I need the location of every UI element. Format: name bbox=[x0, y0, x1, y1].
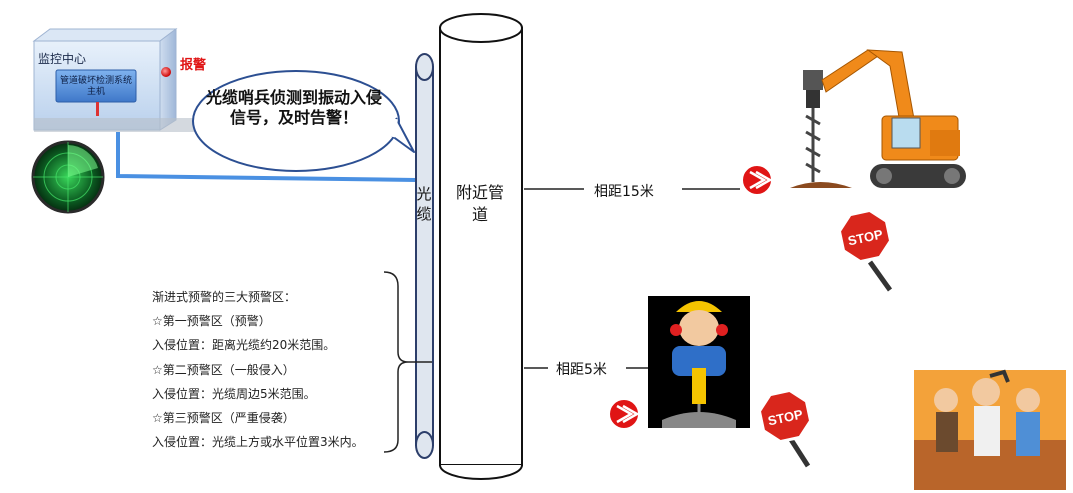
host-label: 管道破坏检测系统主机 bbox=[60, 76, 133, 97]
stop-sign-far: STOP bbox=[837, 208, 893, 292]
monitor-center-box bbox=[32, 28, 214, 132]
zone-2-name: ☆第二预警区（一般侵入） bbox=[152, 362, 295, 377]
zone-1-name: ☆第一预警区（预警） bbox=[152, 314, 271, 329]
alarm-light-icon bbox=[161, 67, 171, 77]
zone-3-location: 入侵位置：光缆上方或水平位置3米内。 bbox=[152, 435, 364, 450]
pipeline bbox=[439, 13, 523, 480]
distance-far-label: 相距15米 bbox=[594, 184, 654, 200]
stop-sign-near-text: STOP bbox=[767, 406, 805, 428]
signal-cable-line bbox=[116, 132, 417, 182]
zones-bracket bbox=[383, 271, 409, 453]
speech-bubble bbox=[192, 70, 415, 172]
zone-3-name: ☆第三预警区（严重侵袭） bbox=[152, 411, 295, 426]
bubble-text: 光缆哨兵侦测到振动入侵信号，及时告警！ bbox=[206, 88, 383, 127]
warning-zones-list: 渐进式预警的三大预警区： ☆第一预警区（预警） 入侵位置：距离光缆约20米范围。… bbox=[152, 285, 364, 454]
monitor-center-title: 监控中心 bbox=[38, 52, 87, 66]
zone-2-location: 入侵位置：光缆周边5米范围。 bbox=[152, 386, 316, 401]
cable-label: 光缆 bbox=[416, 185, 432, 223]
alarm-siren-icon-far bbox=[741, 164, 773, 196]
excavator-icon bbox=[790, 49, 966, 188]
stop-sign-near: STOP bbox=[757, 388, 813, 468]
jackhammer-worker-image bbox=[648, 296, 750, 428]
fiber-cable bbox=[415, 53, 434, 459]
zone-1-location: 入侵位置：距离光缆约20米范围。 bbox=[152, 338, 336, 353]
pipeline-label: 附近管道 bbox=[455, 183, 504, 224]
radar-icon bbox=[31, 140, 105, 214]
stop-sign-far-text: STOP bbox=[847, 226, 885, 248]
alarm-label: 报警 bbox=[180, 58, 207, 73]
alarm-siren-icon-near bbox=[608, 398, 640, 430]
zones-heading: 渐进式预警的三大预警区： bbox=[152, 290, 297, 304]
construction-workers-image bbox=[914, 369, 1066, 490]
distance-near-label: 相距5米 bbox=[556, 362, 607, 378]
